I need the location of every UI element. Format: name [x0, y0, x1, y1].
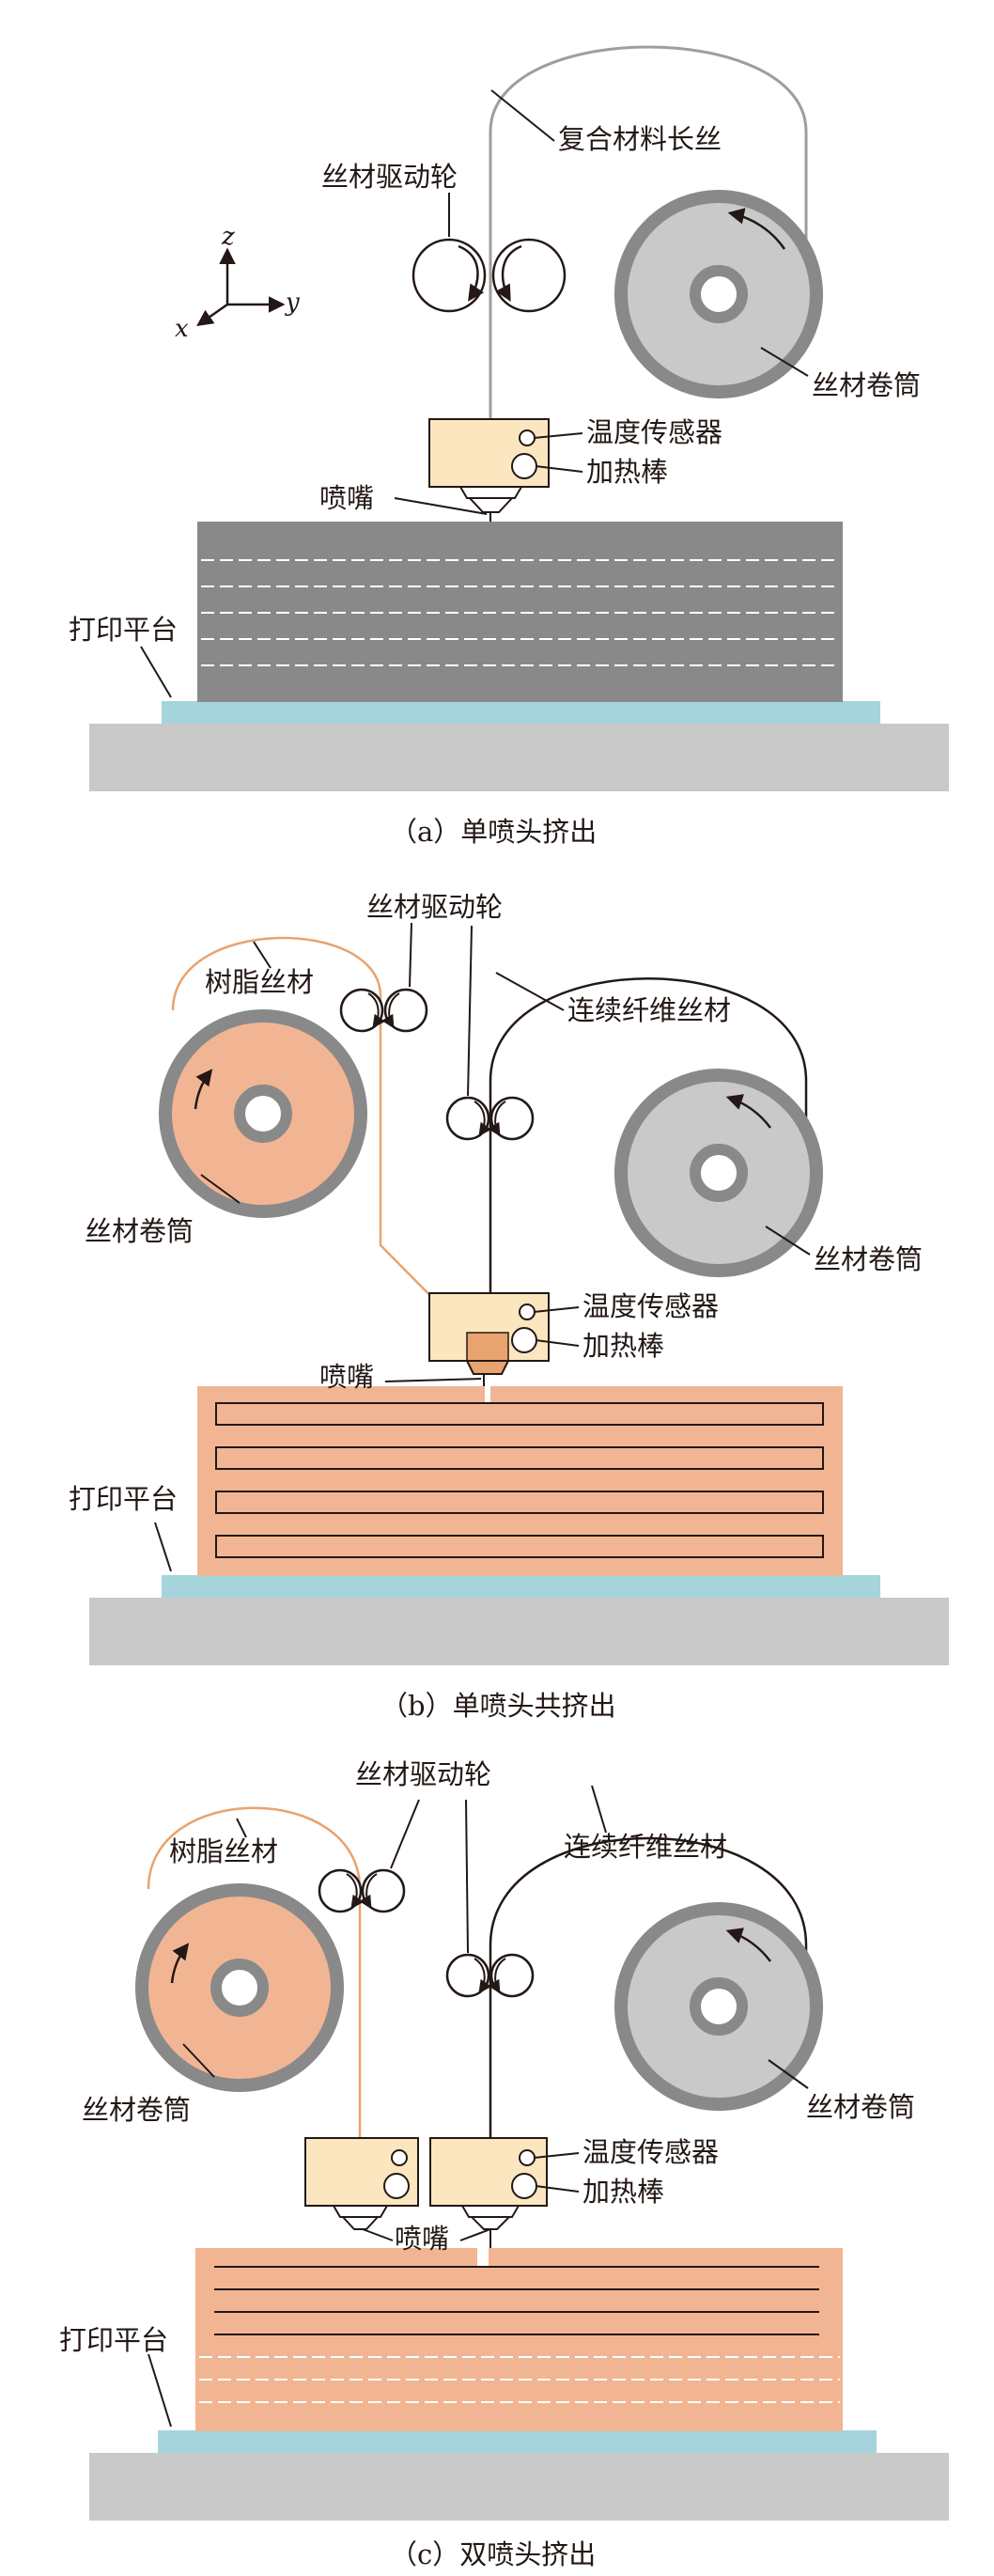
label-platform: 打印平台 — [69, 1483, 178, 1515]
drive-wheel-icon — [412, 238, 567, 313]
label-resin-filament: 树脂丝材 — [205, 966, 314, 998]
platform-top — [162, 701, 880, 724]
resin-layers — [199, 2356, 840, 2403]
fiber-layers — [214, 2266, 819, 2335]
resin-filament-path — [171, 936, 474, 1339]
platform-base — [89, 2453, 949, 2521]
label-temp-sensor: 温度传感器 — [582, 2136, 719, 2168]
spool-icon — [614, 190, 823, 398]
label-spool-left: 丝材卷筒 — [82, 2094, 191, 2126]
spool-left-icon — [159, 1009, 367, 1218]
label-drive-wheel: 丝材驱动轮 — [355, 1758, 491, 1790]
caption-b: （b）单喷头共挤出 — [381, 1690, 616, 1722]
label-drive-wheel: 丝材驱动轮 — [366, 891, 503, 923]
fiber-paths — [215, 1402, 824, 1558]
label-heater: 加热棒 — [582, 2176, 664, 2208]
drive-wheel-fiber-icon — [445, 1953, 535, 1998]
fiber-filament-path — [489, 977, 808, 1353]
label-resin-filament: 树脂丝材 — [169, 1835, 278, 1867]
label-temp-sensor: 温度传感器 — [586, 416, 722, 448]
nozzle-block-left — [304, 2137, 419, 2230]
layer-lines — [201, 559, 840, 666]
caption-c: （c）双喷头挤出 — [390, 2538, 596, 2570]
axis-z-label: z — [221, 223, 235, 251]
label-nozzle: 喷嘴 — [319, 482, 374, 514]
label-spool-left: 丝材卷筒 — [85, 1215, 194, 1247]
label-nozzle: 喷嘴 — [319, 1361, 374, 1393]
panel-a: z y x 复合材料长丝 丝材驱动轮 丝材卷筒 温度传感器 加热棒 喷嘴 打印平… — [69, 45, 949, 848]
label-spool: 丝材卷筒 — [812, 369, 921, 401]
label-drive-wheel: 丝材驱动轮 — [321, 161, 458, 193]
spool-left-icon — [135, 1883, 344, 2092]
axis-y-label: y — [285, 289, 300, 317]
platform-base — [89, 1598, 949, 1665]
drive-wheel-resin-icon — [339, 988, 428, 1033]
resin-filament-path — [147, 1806, 362, 2138]
axis-x-label: x — [175, 315, 189, 343]
platform-base — [89, 724, 949, 791]
drive-wheel-resin-icon — [318, 1868, 406, 1913]
nozzle-block — [428, 1292, 550, 1375]
printed-part-resin — [197, 1403, 490, 1576]
nozzle-block-right — [429, 2137, 548, 2230]
panel-b: 树脂丝材 丝材驱动轮 连续纤维丝材 丝材卷筒 丝材卷筒 温度传感器 加热棒 喷嘴… — [69, 891, 949, 1722]
label-platform: 打印平台 — [69, 614, 178, 646]
label-fiber-filament: 连续纤维丝材 — [567, 994, 731, 1026]
platform-top — [162, 1575, 880, 1598]
nozzle-block — [428, 418, 550, 513]
label-fiber-filament: 连续纤维丝材 — [564, 1831, 727, 1863]
fiber-filament-path — [489, 1836, 808, 2213]
label-spool-right: 丝材卷筒 — [806, 2091, 915, 2123]
drive-wheel-fiber-icon — [445, 1096, 535, 1141]
spool-right-icon — [614, 1902, 823, 2111]
panel-c: 树脂丝材 丝材驱动轮 连续纤维丝材 丝材卷筒 丝材卷筒 温度传感器 加热棒 喷嘴… — [59, 1758, 949, 2570]
label-nozzle: 喷嘴 — [395, 2223, 449, 2255]
printed-part-resin — [195, 2267, 489, 2431]
label-temp-sensor: 温度传感器 — [582, 1290, 719, 1322]
printed-part-gray — [197, 540, 843, 702]
platform-top — [158, 2430, 877, 2453]
label-heater: 加热棒 — [582, 1330, 664, 1362]
label-spool-right: 丝材卷筒 — [814, 1243, 923, 1275]
label-composite-filament: 复合材料长丝 — [558, 123, 722, 155]
label-platform: 打印平台 — [59, 2324, 168, 2356]
axes-icon — [196, 247, 286, 327]
caption-a: （a）单喷头挤出 — [390, 816, 597, 848]
spool-right-icon — [614, 1069, 823, 1277]
label-heater: 加热棒 — [586, 456, 668, 488]
